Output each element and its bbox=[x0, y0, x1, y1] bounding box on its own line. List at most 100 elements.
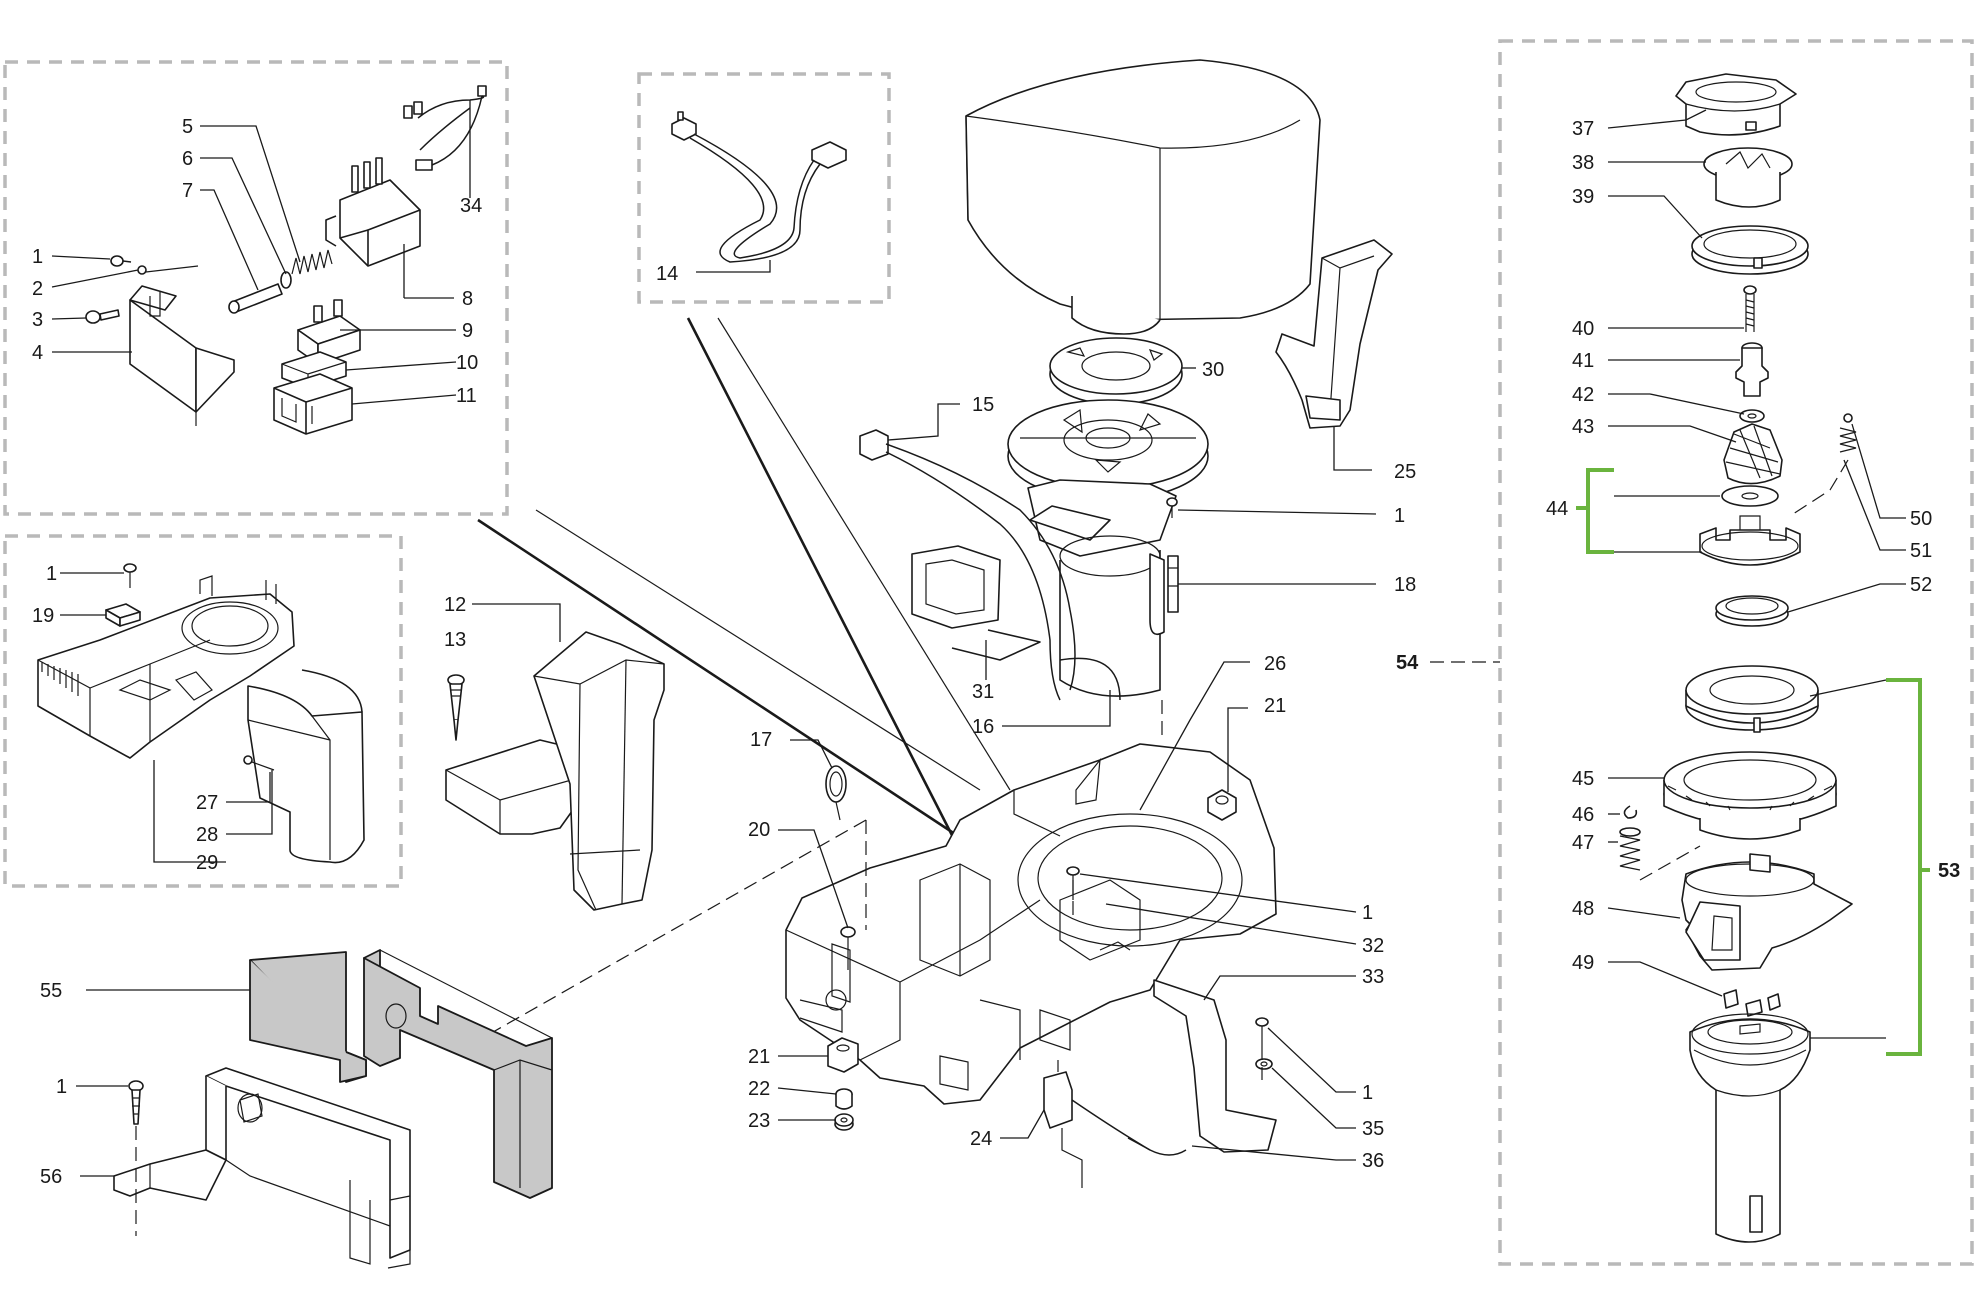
leader-20 bbox=[778, 829, 849, 929]
leader-6 bbox=[200, 157, 287, 275]
part-ring-39 bbox=[1691, 225, 1809, 275]
label-21b: 21 bbox=[748, 1046, 770, 1068]
leader-36b bbox=[1127, 1137, 1151, 1151]
leader-25 bbox=[1333, 426, 1372, 471]
part-screw-3 bbox=[85, 309, 120, 324]
label-25: 25 bbox=[1394, 461, 1416, 483]
part-spring-47 bbox=[1619, 827, 1641, 871]
part-switch-8 bbox=[325, 157, 421, 267]
part-spacer-22 bbox=[835, 1088, 853, 1110]
label-5: 5 bbox=[182, 116, 193, 138]
part-holder-19 bbox=[105, 603, 141, 627]
part-wire-36 bbox=[1071, 1099, 1187, 1156]
label-1c: 1 bbox=[1394, 505, 1405, 527]
part-screw-20 bbox=[840, 926, 856, 970]
leader-10 bbox=[345, 361, 457, 371]
label-12: 12 bbox=[444, 594, 466, 616]
leader-42 bbox=[1608, 393, 1745, 415]
part-plate-56 bbox=[113, 1067, 411, 1269]
part-pin-28 bbox=[243, 755, 275, 771]
leader-49 bbox=[1608, 961, 1723, 997]
label-20: 20 bbox=[748, 819, 770, 841]
label-54: 54 bbox=[1396, 652, 1419, 674]
part-motor-base-53 bbox=[1689, 1013, 1811, 1243]
leader-1c bbox=[1177, 509, 1377, 515]
part-screw-1b bbox=[123, 563, 137, 588]
label-41: 41 bbox=[1572, 350, 1594, 372]
label-23: 23 bbox=[748, 1110, 770, 1132]
leader-5 bbox=[200, 125, 301, 263]
part-cap-37 bbox=[1675, 73, 1797, 136]
part-ring-30 bbox=[1049, 337, 1183, 405]
part-screw-1f bbox=[128, 1080, 144, 1125]
leader-1a bbox=[51, 255, 111, 260]
part-cover-27 bbox=[247, 685, 365, 864]
part-screw-1a bbox=[110, 255, 132, 267]
label-1f: 1 bbox=[56, 1076, 67, 1098]
label-48: 48 bbox=[1572, 898, 1594, 920]
label-15: 15 bbox=[972, 394, 994, 416]
leader-53-top bbox=[1809, 679, 1887, 697]
part-nut-21a bbox=[1207, 789, 1237, 821]
label-43: 43 bbox=[1572, 416, 1594, 438]
label-10: 10 bbox=[456, 352, 478, 374]
part-seal-52 bbox=[1715, 595, 1789, 627]
label-31: 31 bbox=[972, 681, 994, 703]
leader-7 bbox=[200, 189, 259, 291]
label-26: 26 bbox=[1264, 653, 1286, 675]
part-washer-23 bbox=[834, 1113, 854, 1131]
label-2: 2 bbox=[32, 278, 43, 300]
part-switch-24 bbox=[1043, 1060, 1083, 1188]
leader-12 bbox=[472, 603, 561, 642]
part-nut-21b bbox=[827, 1037, 859, 1073]
label-4: 4 bbox=[32, 342, 43, 364]
part-arm-25 bbox=[1275, 239, 1393, 429]
label-38: 38 bbox=[1572, 152, 1594, 174]
label-1e: 1 bbox=[1362, 1082, 1373, 1104]
leader-35 bbox=[1271, 1067, 1356, 1129]
leader-24 bbox=[1000, 1109, 1045, 1139]
part-housing-48 bbox=[1681, 853, 1853, 971]
label-16: 16 bbox=[972, 716, 994, 738]
label-8: 8 bbox=[462, 288, 473, 310]
connector-line-a bbox=[477, 518, 959, 838]
label-33: 33 bbox=[1362, 966, 1384, 988]
label-36: 36 bbox=[1362, 1150, 1384, 1172]
part-washer-35 bbox=[1255, 1058, 1273, 1070]
part-shaft-41 bbox=[1735, 342, 1769, 397]
label-22: 22 bbox=[748, 1078, 770, 1100]
leader-16 bbox=[1002, 690, 1111, 727]
label-37: 37 bbox=[1572, 118, 1594, 140]
label-30: 30 bbox=[1202, 359, 1224, 381]
part-spacer-55 bbox=[249, 949, 553, 1199]
leader-29 bbox=[153, 760, 226, 863]
axis-55-56 bbox=[485, 819, 867, 1037]
leader-32 bbox=[1105, 903, 1357, 945]
label-47: 47 bbox=[1572, 832, 1594, 854]
label-46: 46 bbox=[1572, 804, 1594, 826]
label-18: 18 bbox=[1394, 574, 1416, 596]
label-13: 13 bbox=[444, 629, 466, 651]
part-burr-38 bbox=[1703, 147, 1793, 208]
leader-51 bbox=[1843, 459, 1906, 551]
connector-line-d bbox=[717, 317, 1011, 791]
group-box-grinder bbox=[1498, 39, 1974, 1266]
part-clip-17 bbox=[825, 765, 847, 821]
part-spring-50 bbox=[1839, 413, 1857, 453]
part-pin-18 bbox=[1167, 555, 1179, 613]
label-29: 29 bbox=[196, 852, 218, 874]
part-screw-13 bbox=[447, 674, 465, 741]
label-52: 52 bbox=[1910, 574, 1932, 596]
part-clip-46 bbox=[1623, 805, 1638, 819]
label-56: 56 bbox=[40, 1166, 62, 1188]
leader-11 bbox=[351, 394, 457, 405]
label-27: 27 bbox=[196, 792, 218, 814]
part-burr-plate-44 bbox=[1699, 485, 1801, 566]
part-pin-7 bbox=[228, 283, 283, 314]
label-21a: 21 bbox=[1264, 695, 1286, 717]
label-35: 35 bbox=[1362, 1118, 1384, 1140]
label-17: 17 bbox=[750, 729, 772, 751]
part-cable-14 bbox=[671, 111, 847, 263]
